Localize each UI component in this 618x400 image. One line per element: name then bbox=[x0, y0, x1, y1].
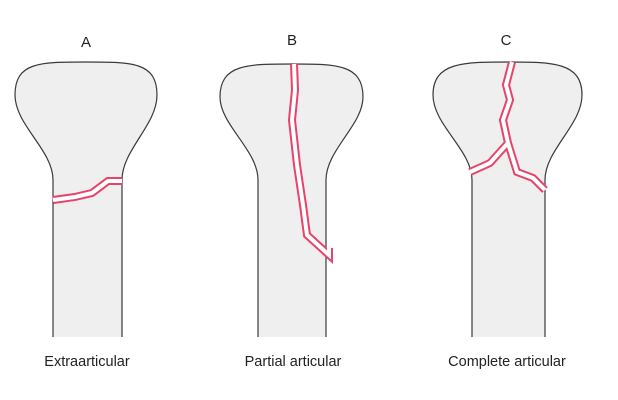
panel-b-fracture-inner bbox=[289, 63, 331, 260]
panel-c-caption: Complete articular bbox=[448, 354, 566, 370]
panel-c-fracture-inner-right bbox=[506, 142, 547, 192]
panel-a-fracture-inner bbox=[52, 179, 122, 202]
panel-b-fracture-line bbox=[287, 63, 333, 265]
panel-c-fracture-line bbox=[468, 60, 548, 193]
panel-c-fracture-inner-left bbox=[469, 61, 514, 174]
panel-b: B Partial articular bbox=[219, 32, 364, 370]
panel-a-caption: Extraarticular bbox=[44, 354, 130, 370]
panel-b-bone bbox=[219, 63, 364, 337]
panel-b-caption: Partial articular bbox=[245, 354, 342, 370]
panel-a-letter: A bbox=[81, 34, 91, 51]
panel-b-letter: B bbox=[287, 32, 297, 49]
panel-a: A Extraarticular bbox=[14, 34, 158, 370]
panel-c-letter: C bbox=[501, 32, 512, 49]
panel-a-bone bbox=[14, 61, 158, 337]
panel-c: C Complete articular bbox=[432, 32, 583, 370]
panel-a-fracture-line bbox=[52, 177, 122, 204]
